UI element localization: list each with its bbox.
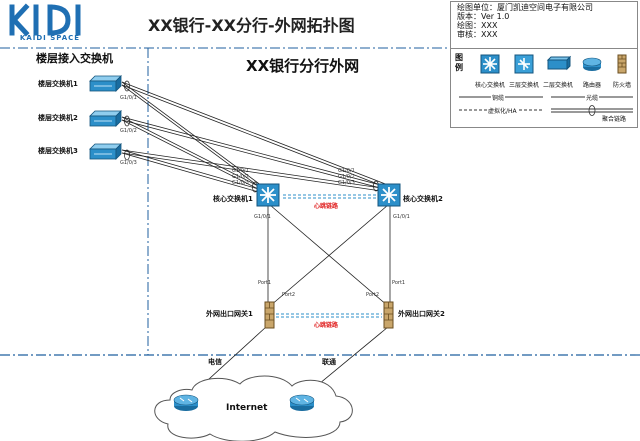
- floor-aggregate-rings: [124, 80, 379, 193]
- core2-port-2: G1/0/2: [338, 174, 355, 180]
- legend-copper-label: 铜缆: [491, 93, 506, 102]
- legend-aggregate-label: 聚合链路: [601, 114, 628, 123]
- core1-uplink-port: G1/0/1: [254, 214, 271, 220]
- core-switch-2-icon: [377, 183, 401, 207]
- internet-cloud: [154, 375, 353, 441]
- info-unit: 绘图单位：厦门凯迪空间电子有限公司: [457, 3, 593, 12]
- unicom-router-icon: [289, 394, 315, 412]
- floor-switch-3-label: 楼层交换机3: [38, 147, 78, 155]
- gw2-port-2: Port2: [366, 292, 380, 298]
- legend-box: 图例 核心交换机 三层交换机 二层交换机 路由器: [450, 48, 638, 128]
- floor-access-title: 楼层接入交换机: [36, 52, 113, 65]
- floor-port-3: G1/0/3: [120, 160, 137, 166]
- core2-port-3: G1/0/3: [338, 180, 355, 186]
- company-logo: [4, 3, 92, 49]
- legend-item-l3-switch: 三层交换机: [507, 54, 541, 89]
- internet-label: Internet: [226, 403, 268, 413]
- network-title: XX银行分行外网: [246, 57, 360, 75]
- gw1-port-2: Port2: [282, 292, 296, 298]
- floor-switch-1-label: 楼层交换机1: [38, 80, 78, 88]
- core-heartbeat-label: 心跳链路: [314, 203, 339, 210]
- legend-fiber-label: 光缆: [585, 93, 600, 102]
- telecom-label: 电信: [208, 358, 222, 366]
- core-gateway-links: [267, 204, 391, 307]
- gateway-1-label: 外网出口网关1: [206, 310, 253, 318]
- floor-switch-3-icon: [89, 143, 122, 160]
- l2-switch-icon: [546, 55, 571, 71]
- floor-switch-1-icon: [89, 75, 122, 92]
- floor-uplinks: [121, 81, 389, 194]
- gw2-port-1: Port1: [392, 280, 406, 286]
- core2-port-1: G1/0/1: [338, 168, 355, 174]
- legend-item-firewall: 防火墙: [605, 54, 639, 89]
- legend-name-l2-switch: 二层交换机: [542, 82, 573, 89]
- legend-name-core-switch: 核心交换机: [474, 82, 505, 89]
- core-switch-1-icon: [256, 183, 280, 207]
- gateway-1-icon: [264, 301, 275, 329]
- core-switch-icon: [480, 54, 500, 74]
- floor-switch-2-label: 楼层交换机2: [38, 114, 78, 122]
- core-switch-1-label: 核心交换机1: [213, 195, 253, 203]
- legend-item-core-switch: 核心交换机: [473, 54, 507, 89]
- gateway-2-label: 外网出口网关2: [398, 310, 445, 318]
- core1-port-2: G1/0/2: [232, 174, 249, 180]
- router-icon: [582, 57, 602, 71]
- info-version: 版本：Ver 1.0: [457, 12, 510, 21]
- floor-switch-2-icon: [89, 110, 122, 127]
- legend-aggregate-ring: [588, 105, 596, 116]
- info-drawer: 绘图：XXX: [457, 21, 498, 30]
- l3-switch-icon: [514, 54, 534, 74]
- legend-name-firewall: 防火墙: [612, 82, 631, 89]
- core2-uplink-port: G1/0/1: [393, 214, 410, 220]
- legend-name-l3-switch: 三层交换机: [508, 82, 539, 89]
- firewall-icon: [617, 54, 627, 74]
- legend-item-router: 路由器: [575, 54, 609, 89]
- floor-port-1: G1/0/1: [120, 95, 137, 101]
- unicom-label: 联通: [322, 358, 336, 366]
- gateway-2-icon: [383, 301, 394, 329]
- gateway-heartbeat-label: 心跳链路: [314, 322, 339, 329]
- legend-name-router: 路由器: [582, 82, 601, 89]
- telecom-router-icon: [173, 394, 199, 412]
- core1-port-3: G1/0/3: [232, 180, 249, 186]
- logo-text: KAIDI SPACE: [19, 34, 81, 42]
- gw1-port-1: Port1: [258, 280, 272, 286]
- page-title: XX银行-XX分行-外网拓扑图: [148, 16, 355, 35]
- legend-virtual-label: 虚拟化/HA: [487, 106, 518, 115]
- info-reviewer: 审核：XXX: [457, 30, 498, 39]
- legend-item-l2-switch: 二层交换机: [541, 54, 575, 89]
- floor-port-2: G1/0/2: [120, 128, 137, 134]
- core-switch-2-label: 核心交换机2: [403, 195, 443, 203]
- core1-port-1: G1/0/1: [232, 168, 249, 174]
- legend-label: 图例: [455, 53, 463, 72]
